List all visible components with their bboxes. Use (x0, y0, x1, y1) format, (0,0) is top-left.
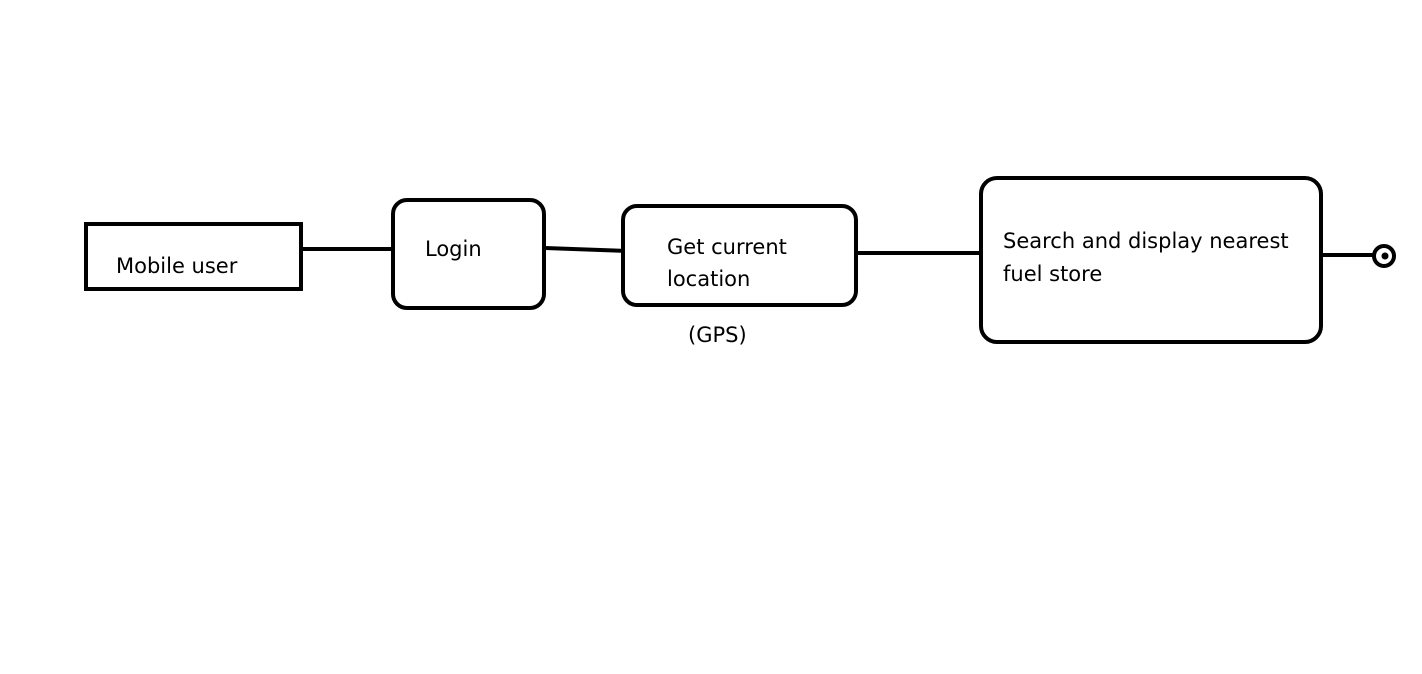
final-state-icon (1372, 244, 1396, 268)
node-get-location: Get current location (621, 204, 858, 307)
node-get-location-label-line2: location (667, 267, 751, 291)
node-search-display: Search and display nearest fuel store (979, 176, 1323, 344)
node-search-display-label-line2: fuel store (1003, 262, 1103, 286)
node-search-display-label-line1: Search and display nearest (1003, 229, 1289, 253)
node-get-location-label-line1: Get current (667, 235, 787, 259)
gps-annotation: (GPS) (688, 323, 747, 347)
node-login: Login (391, 198, 546, 310)
node-mobile-user-label: Mobile user (116, 254, 238, 278)
node-login-label: Login (425, 237, 482, 261)
node-mobile-user: Mobile user (84, 222, 303, 291)
edge-login-to-get-location (544, 246, 629, 253)
